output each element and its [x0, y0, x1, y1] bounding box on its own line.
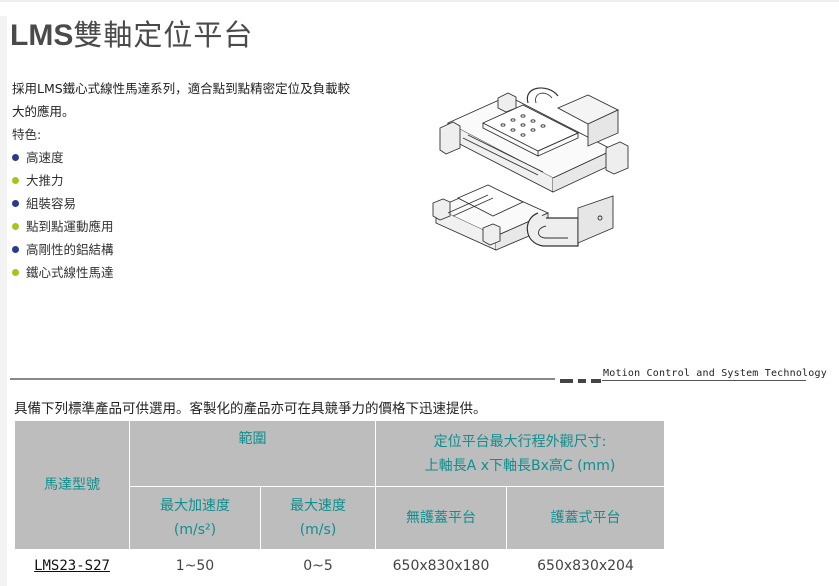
availability-text: 具備下列標準產品可供選用。客製化的產品亦可在具競爭力的價格下迅速提供。: [14, 401, 487, 417]
feature-item: 鐵心式線性馬達: [12, 261, 114, 284]
feature-label: 組裝容易: [26, 196, 77, 211]
table-subheader-row: 最大加速度 (m/s²) 最大速度 (m/s) 無護蓋平台 護蓋式平台: [15, 486, 665, 550]
max-speed-unit: (m/s): [299, 522, 337, 538]
bullet-dot-icon: [12, 246, 19, 253]
col-header-no-cover: 無護蓋平台: [375, 486, 507, 550]
col-header-with-cover: 護蓋式平台: [506, 486, 665, 550]
feature-item: 高剛性的鋁結構: [12, 238, 114, 261]
spec-table: 馬達型號 範圍 定位平台最大行程外觀尺寸: 上軸長A x下軸長Bx高C (mm)…: [14, 420, 665, 582]
page-title: LMS雙軸定位平台: [10, 12, 253, 54]
cell-speed: 0~5: [303, 558, 333, 574]
bullet-dot-icon: [12, 223, 19, 230]
model-link[interactable]: LMS23-S27: [34, 558, 110, 574]
max-accel-label: 最大加速度: [160, 498, 230, 514]
col-header-range: 範圍: [129, 420, 376, 487]
tagline-banner: Motion Control and System Technology: [558, 366, 827, 388]
feature-item: 組裝容易: [12, 192, 114, 215]
feature-label: 高速度: [26, 150, 64, 165]
col-header-size-line2: 上軸長A x下軸長Bx高C (mm): [424, 457, 616, 474]
cell-with-cover: 650x830x204: [537, 558, 634, 574]
feature-item: 高速度: [12, 146, 114, 169]
tagline-underline: [602, 380, 806, 381]
cell-model: LMS23-S27: [15, 550, 130, 583]
cell-no-cover: 650x830x180: [392, 558, 490, 574]
tagline-decoration: [558, 379, 602, 383]
feature-label: 點到點運動應用: [26, 219, 114, 234]
intro-text: 採用LMS鐵心式線性馬達系列，適合點到點精密定位及負載較大的應用。: [12, 81, 351, 119]
section-divider: [10, 378, 555, 380]
feature-list: 高速度 大推力 組裝容易 點到點運動應用 高剛性的鋁結構 鐵心式線性馬達: [12, 146, 114, 284]
col-header-max-accel: 最大加速度 (m/s²): [129, 486, 261, 550]
bullet-dot-icon: [12, 269, 19, 276]
bullet-dot-icon: [12, 200, 19, 207]
max-accel-unit: (m/s²): [173, 522, 217, 538]
features-label: 特色:: [12, 127, 42, 142]
left-margin-strip: [0, 16, 7, 586]
col-header-size: 定位平台最大行程外觀尺寸: 上軸長A x下軸長Bx高C (mm): [375, 420, 665, 487]
xy-stage-product-image: [432, 87, 629, 251]
col-header-model: 馬達型號: [14, 420, 130, 550]
max-speed-label: 最大速度: [290, 498, 346, 514]
feature-label: 鐵心式線性馬達: [26, 265, 114, 280]
feature-label: 大推力: [26, 173, 64, 188]
top-border: [0, 0, 839, 2]
feature-item: 點到點運動應用: [12, 215, 114, 238]
table-header-row: 馬達型號 範圍 定位平台最大行程外觀尺寸: 上軸長A x下軸長Bx高C (mm): [14, 420, 665, 550]
bullet-dot-icon: [12, 177, 19, 184]
col-header-size-line1: 定位平台最大行程外觀尺寸:: [433, 433, 607, 450]
tagline-text: Motion Control and System Technology: [603, 368, 827, 379]
col-header-max-speed: 最大速度 (m/s): [260, 486, 376, 550]
page-title-latin: LMS: [10, 19, 74, 52]
page-title-cjk: 雙軸定位平台: [73, 18, 254, 52]
table-row: LMS23-S27 1~50 0~5 650x830x180 650x830x2…: [15, 550, 665, 583]
feature-item: 大推力: [12, 169, 114, 192]
cell-accel: 1~50: [175, 558, 215, 574]
bullet-dot-icon: [12, 154, 19, 161]
feature-label: 高剛性的鋁結構: [26, 242, 114, 257]
